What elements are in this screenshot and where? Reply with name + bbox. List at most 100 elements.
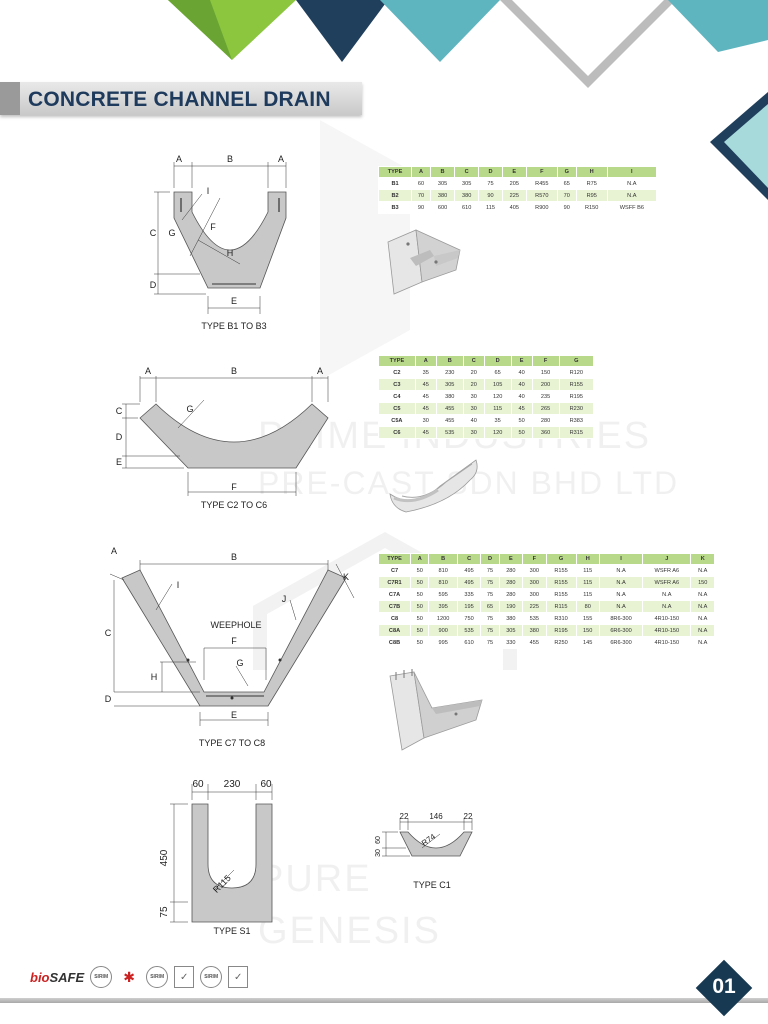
table-cell: 265 [531,402,560,415]
dim-label-60: 60 [375,836,382,844]
dim-label-450: 450 [159,849,170,866]
table-cell: 120 [483,390,512,403]
header-decoration [168,0,768,200]
dim-label-d: D [150,280,157,290]
table-cell: 90 [556,201,577,214]
table-cell: 380 [454,189,480,202]
table-cell: R455 [525,177,558,190]
dim-label-i: I [177,580,180,590]
title-bar: CONCRETE CHANNEL DRAIN [0,82,362,115]
table-cell: B1 [377,177,413,190]
table-cell: 50 [410,612,430,625]
weephole-label: WEEPHOLE [210,620,261,630]
table-cell: B3 [377,201,413,214]
table-cell: 225 [522,600,547,613]
table-cell: 20 [462,366,485,379]
table-cell: 595 [428,588,458,601]
table-cell: 230 [435,366,464,379]
drawing-caption-c1: TYPE C1 [413,880,451,890]
table-cell: R195 [558,390,595,403]
table-cell: 65 [480,600,500,613]
table-cell: 6R6-300 [598,624,644,637]
table-cell: 35 [483,414,512,427]
table-cell: 535 [456,624,482,637]
drawing-type-b: A B A C D E F G H I TYPE B1 TO B3 [150,154,287,331]
table-cell: 65 [483,366,512,379]
table-cell: 300 [522,564,547,577]
dim-label-60-right: 60 [260,779,272,790]
table-cell: 50 [410,636,430,649]
table-cell: 455 [522,636,547,649]
page-number: 01 [712,975,736,998]
table-cell: C4 [378,390,416,403]
table-cell: N.A [690,636,715,649]
drawing-caption-b: TYPE B1 TO B3 [201,321,266,331]
table-cell: 495 [456,576,482,589]
dim-label-k: K [343,572,349,582]
table-cell: R75 [575,177,608,190]
dim-label-f: F [231,636,237,646]
watermark-text-3: PURE [258,858,372,900]
table-cell: 1200 [428,612,458,625]
table-cell: C7A [377,588,412,601]
table-cell: 40 [510,366,533,379]
sirim-logo-1: SIRIM [90,966,113,988]
table-cell: 45 [414,390,437,403]
dim-label-b: B [231,366,237,376]
table-cell: R155 [545,576,577,589]
table-cell: 190 [498,600,524,613]
table-header-cell: F [525,166,558,178]
table-cell: 20 [462,378,485,391]
table-cell: 50 [510,426,533,439]
table-header-cell: H [575,166,608,178]
table-cell: 8R6-300 [598,612,644,625]
table-cell: 395 [428,600,458,613]
table-cell: 380 [429,189,456,202]
table-cell: N.A [690,588,715,601]
table-cell: 90 [478,189,503,202]
dim-label-c: C [116,406,123,416]
table-cell: 455 [435,402,464,415]
table-cell: 200 [531,378,560,391]
dim-label-f: F [231,482,237,492]
table-cell: R155 [545,564,577,577]
table-cell: 50 [410,624,430,637]
table-header-cell: B [428,553,458,565]
dim-label-e: E [231,296,237,306]
table-cell: 30 [462,426,485,439]
table-cell: R120 [558,366,595,379]
drawing-type-c1: 22 146 22 60 30 R74 TYPE C1 [375,812,473,890]
dim-label-a-right: A [278,154,284,164]
dim-label-22-left: 22 [400,812,409,821]
table-cell: 155 [575,612,600,625]
dim-label-d: D [105,694,112,704]
table-cell: 30 [462,402,485,415]
table-header-cell: A [414,355,437,367]
table-cell: 75 [478,177,503,190]
dim-label-c: C [105,628,112,638]
table-header-cell: G [545,553,577,565]
dim-label-h: H [151,672,158,682]
table-cell: 330 [498,636,524,649]
table-cell: C5A [378,414,416,427]
table-cell: WSFF B6 [606,201,658,214]
table-header-cell: B [429,166,456,178]
drawing-type-s1: 60 230 60 450 75 R115 TYPE S1 [159,779,273,936]
dim-label-r74: R74 [420,832,438,848]
table-cell: 810 [428,576,458,589]
table-header-cell: D [483,355,512,367]
table-header-cell: F [531,355,560,367]
table-cell: 115 [575,576,600,589]
table-cell: 90 [411,201,431,214]
table-cell: R150 [575,201,608,214]
table-cell: 115 [478,201,503,214]
table-header-cell: C [462,355,485,367]
table-cell: 610 [454,201,480,214]
table-cell: 80 [575,600,600,613]
table-cell: N.A [598,564,644,577]
